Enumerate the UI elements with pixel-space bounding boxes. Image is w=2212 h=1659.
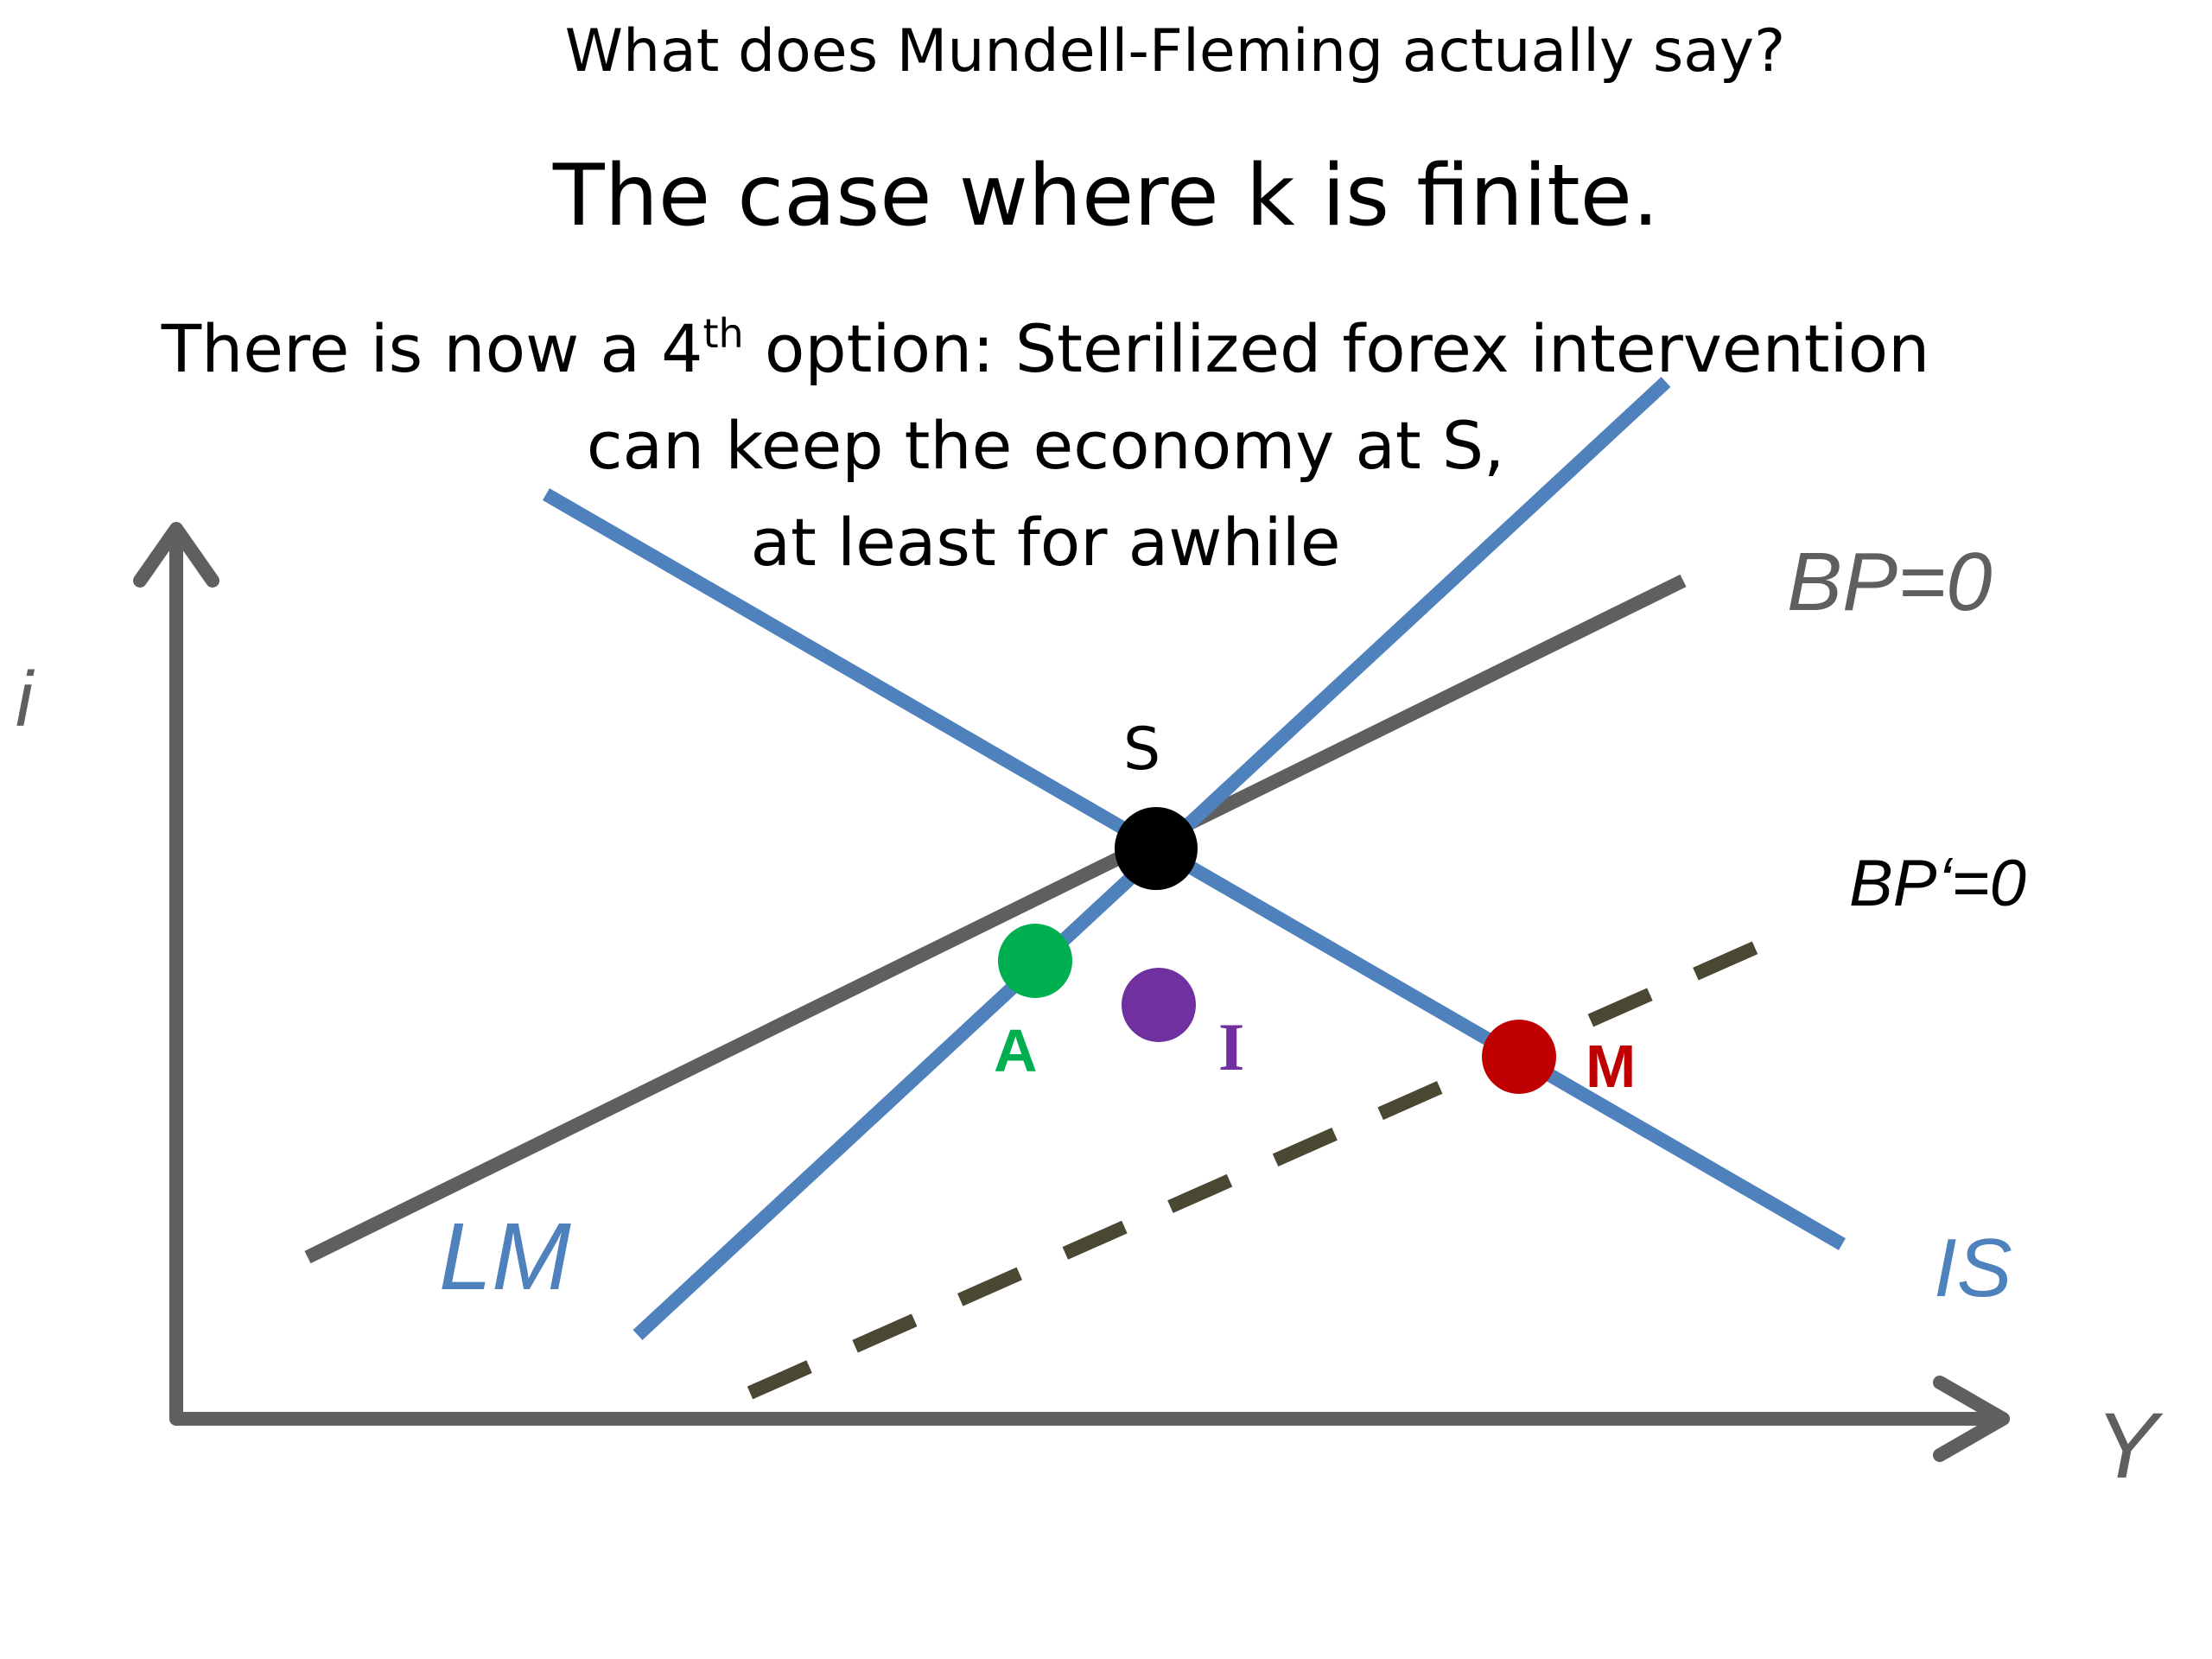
note-line-1-text: There is now a 4 [161, 310, 703, 387]
is-curve [542, 488, 1847, 1250]
note-line-1-rest: option: Sterilized forex intervention [743, 310, 1930, 387]
note-line-2: can keep the economy at S, [586, 407, 1505, 484]
slide-subtitle: The case where k is finite. [552, 147, 1660, 245]
point-a-marker [998, 924, 1072, 998]
bp-curve [304, 574, 1687, 1264]
is-label: IS [1934, 1222, 2012, 1314]
point-m-label: M [1586, 1033, 1636, 1100]
note-line-1: There is now a 4th option: Sterilized fo… [0, 301, 2152, 397]
point-i-label: I [1218, 1009, 1244, 1084]
bp-prime-curve [747, 937, 1768, 1400]
x-axis-label: Y [2095, 1393, 2164, 1497]
point-s-marker [1115, 807, 1198, 890]
point-a-label: A [994, 1017, 1038, 1084]
note-line-3: at least for awhile [750, 504, 1341, 581]
bp-label: BP=0 [1787, 536, 1993, 628]
point-m-marker [1482, 1020, 1556, 1094]
note-superscript: th [702, 310, 744, 357]
point-i-marker [1122, 968, 1196, 1042]
point-s-label: S [1123, 715, 1160, 784]
y-axis-arrowhead [133, 522, 219, 588]
y-axis-label: i [16, 657, 35, 743]
bp-prime-label: BPʻ=0 [1849, 847, 2026, 920]
explanatory-note: There is now a 4th option: Sterilized fo… [0, 301, 2152, 591]
axes [133, 522, 2010, 1462]
slide-heading: What does Mundell-Fleming actually say? [564, 17, 1786, 86]
x-axis-arrowhead [1933, 1376, 2010, 1462]
lm-label: LM [439, 1204, 571, 1310]
